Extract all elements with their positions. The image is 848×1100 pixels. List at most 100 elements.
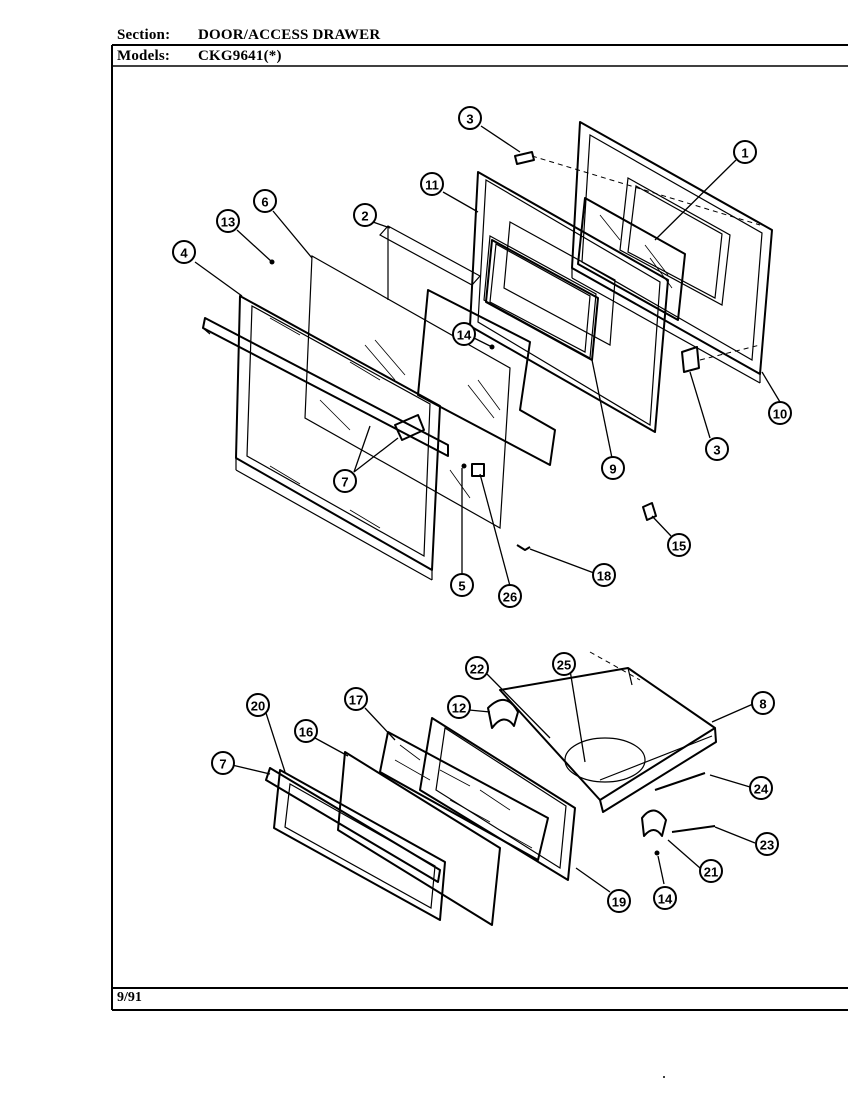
callout-number: 6 [261, 195, 268, 210]
callout-circle [172, 240, 196, 264]
callout-circle [498, 584, 522, 608]
part-7-drawer-handle [265, 767, 441, 883]
callout-number: 19 [612, 895, 626, 910]
callout-number: 15 [672, 539, 686, 554]
callout-number: 7 [219, 757, 226, 772]
callout-number: 10 [773, 407, 787, 422]
callout-number: 24 [754, 782, 769, 797]
callout-17: 17 [344, 687, 368, 711]
callout-circle [751, 691, 775, 715]
callout-13: 13 [216, 209, 240, 233]
callout-circle [592, 563, 616, 587]
part-20-bracket [487, 699, 519, 729]
callout-number: 20 [251, 699, 265, 714]
part-10-door-liner [571, 121, 773, 384]
callout-8: 8 [751, 691, 775, 715]
callout-20: 20 [246, 693, 270, 717]
callout-circle [452, 322, 476, 346]
part-17-insulation-block [379, 731, 549, 861]
callout-23: 23 [755, 832, 779, 856]
callout-circle [344, 687, 368, 711]
callout-circle [699, 859, 723, 883]
callout-circle [450, 573, 474, 597]
callout-7: 7 [211, 751, 235, 775]
callout-25: 25 [552, 652, 576, 676]
part-14-screw-lower [654, 850, 660, 856]
callout-6: 6 [253, 189, 277, 213]
part-15-bumper [642, 502, 657, 521]
callout-1: 1 [733, 140, 757, 164]
callout-number: 1 [741, 146, 748, 161]
callout-circle [246, 693, 270, 717]
callout-3: 3 [705, 437, 729, 461]
callout-19: 19 [607, 889, 631, 913]
callout-number: 18 [597, 569, 611, 584]
models-label: Models: [117, 48, 171, 64]
small-hardware [269, 151, 700, 551]
callout-26: 26 [498, 584, 522, 608]
callout-number: 5 [458, 579, 465, 594]
callout-number: 9 [609, 462, 616, 477]
callout-circle [211, 751, 235, 775]
drawer-rails [654, 772, 716, 856]
part-21-bracket [641, 809, 667, 837]
callout-circle [601, 456, 625, 480]
callout-number: 12 [452, 701, 466, 716]
callout-14: 14 [452, 322, 476, 346]
callout-number: 3 [713, 443, 720, 458]
callout-circle [458, 106, 482, 130]
callout-number: 8 [759, 697, 766, 712]
callout-number: 26 [503, 590, 517, 605]
callout-3: 3 [458, 106, 482, 130]
part-18-spring [516, 544, 531, 551]
callout-circle [420, 172, 444, 196]
callout-circle [667, 533, 691, 557]
part-9-window-frame [485, 239, 599, 361]
part-7-door-handle [202, 317, 449, 457]
part-26-label [471, 463, 485, 477]
part-16-drawer-body [499, 667, 717, 813]
callout-10: 10 [768, 401, 792, 425]
callout-circle [705, 437, 729, 461]
part-12-drawer-front [337, 751, 501, 926]
part-11-inner-panel [469, 171, 669, 433]
callout-circle [733, 140, 757, 164]
callout-9: 9 [601, 456, 625, 480]
part-24-rail [654, 772, 706, 791]
callout-number: 16 [299, 725, 313, 740]
callout-circle [216, 209, 240, 233]
callout-circle [253, 189, 277, 213]
callout-number: 14 [457, 328, 472, 343]
part-14-screw-upper [489, 344, 495, 350]
callout-number: 4 [180, 246, 188, 261]
callout-circle [607, 889, 631, 913]
callout-number: 13 [221, 215, 235, 230]
callout-circle [755, 832, 779, 856]
callout-number: 23 [760, 838, 774, 853]
part-23-rail [671, 825, 716, 833]
page-frame [111, 44, 848, 1078]
part-19-drawer-panel [419, 717, 576, 881]
part-3-clip-top [514, 151, 535, 165]
callout-number: 22 [470, 662, 484, 677]
callout-5: 5 [450, 573, 474, 597]
callout-circle [465, 656, 489, 680]
models-value: CKG9641(*) [198, 48, 282, 64]
callout-circle [447, 695, 471, 719]
callout-circle [353, 203, 377, 227]
callout-circle [294, 719, 318, 743]
callout-number: 25 [557, 658, 571, 673]
part-8-drawer-frame [273, 769, 446, 921]
callout-circle [333, 469, 357, 493]
part-4-door-frame [235, 295, 441, 581]
leader-lines [194, 125, 781, 893]
callout-number: 17 [349, 693, 363, 708]
callout-14: 14 [653, 886, 677, 910]
section-label: Section: [117, 27, 171, 43]
callout-number: 14 [658, 892, 673, 907]
callout-circle [749, 776, 773, 800]
part-3-clip-right [681, 346, 700, 373]
drawer-brackets [487, 699, 667, 837]
callout-number: 2 [361, 209, 368, 224]
